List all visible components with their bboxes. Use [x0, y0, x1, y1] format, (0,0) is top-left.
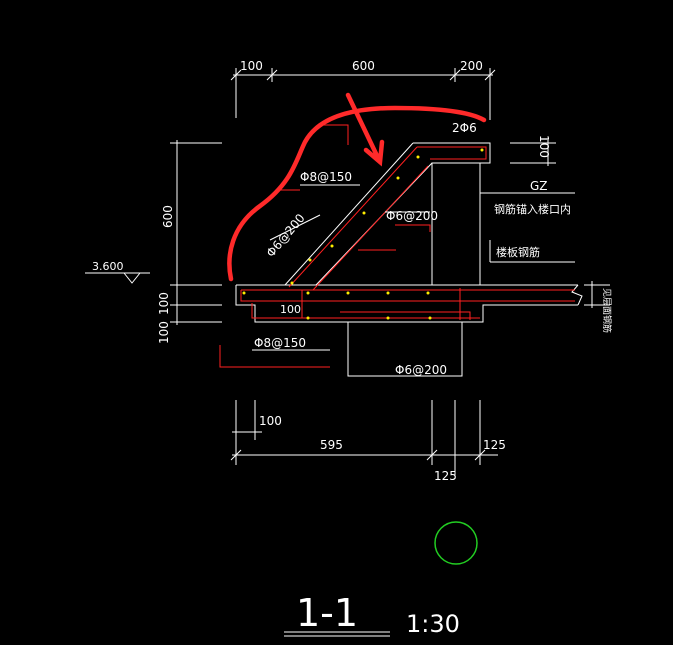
dim-top-mid: 600 [352, 59, 375, 73]
note-vertical: 见层面钢筋 [601, 288, 613, 333]
dim-left-lower-2: 100 [157, 321, 171, 344]
dim-left-height: 600 [161, 205, 175, 228]
lower-stirrup-label: Φ8@150 [254, 336, 306, 350]
dim-bottom-main: 595 [320, 438, 343, 452]
section-marker-circle [434, 521, 478, 565]
note-slab: 楼板钢筋 [496, 245, 540, 259]
bottom-dist-label: Φ6@200 [395, 363, 447, 377]
dim-right-height: 100 [537, 135, 551, 158]
dim-bottom-small: 100 [259, 414, 282, 428]
markup-arrow [345, 92, 385, 167]
dim-top-right: 200 [460, 59, 483, 73]
dim-bottom-right2: 125 [434, 469, 457, 483]
markup-curve [227, 105, 487, 282]
dimension-lines [85, 68, 610, 637]
dim-left-lower-1: 100 [157, 292, 171, 315]
markup-annotation [227, 92, 487, 282]
section-title: 1-1 [296, 591, 358, 635]
top-bar-label: 2Φ6 [452, 121, 477, 135]
diag-left-label: Φ6@200 [264, 211, 308, 260]
diag-right-label: Φ6@200 [386, 209, 438, 223]
upper-stirrup-label: Φ8@150 [300, 170, 352, 184]
section-scale: 1:30 [406, 610, 460, 638]
dim-bottom-right: 125 [483, 438, 506, 452]
note-anchor: 钢筋锚入楼口内 [494, 202, 571, 216]
elevation-label: 3.600 [92, 260, 124, 273]
rebar-dots [242, 148, 484, 320]
gz-label: GZ [530, 179, 548, 193]
inner-100-label: 100 [280, 303, 301, 316]
dim-top-left: 100 [240, 59, 263, 73]
rebar-lines [219, 124, 575, 368]
